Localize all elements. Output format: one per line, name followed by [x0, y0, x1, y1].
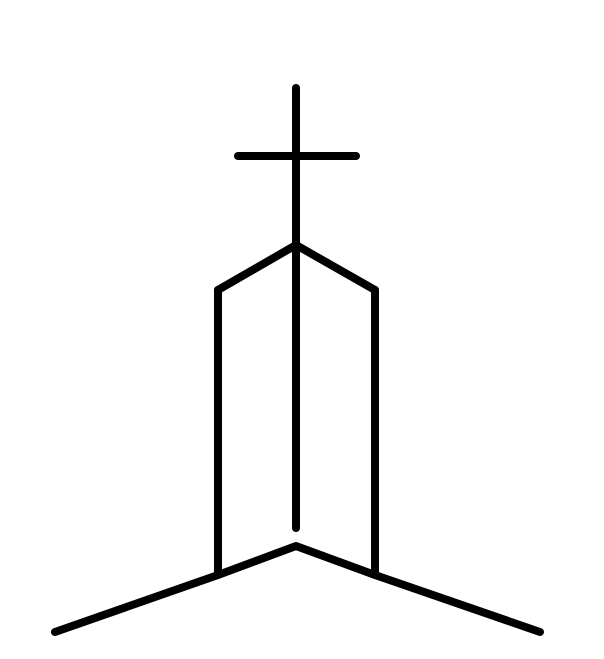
- steeple-roof: [214, 241, 379, 294]
- roof-ridge-base: [51, 542, 544, 636]
